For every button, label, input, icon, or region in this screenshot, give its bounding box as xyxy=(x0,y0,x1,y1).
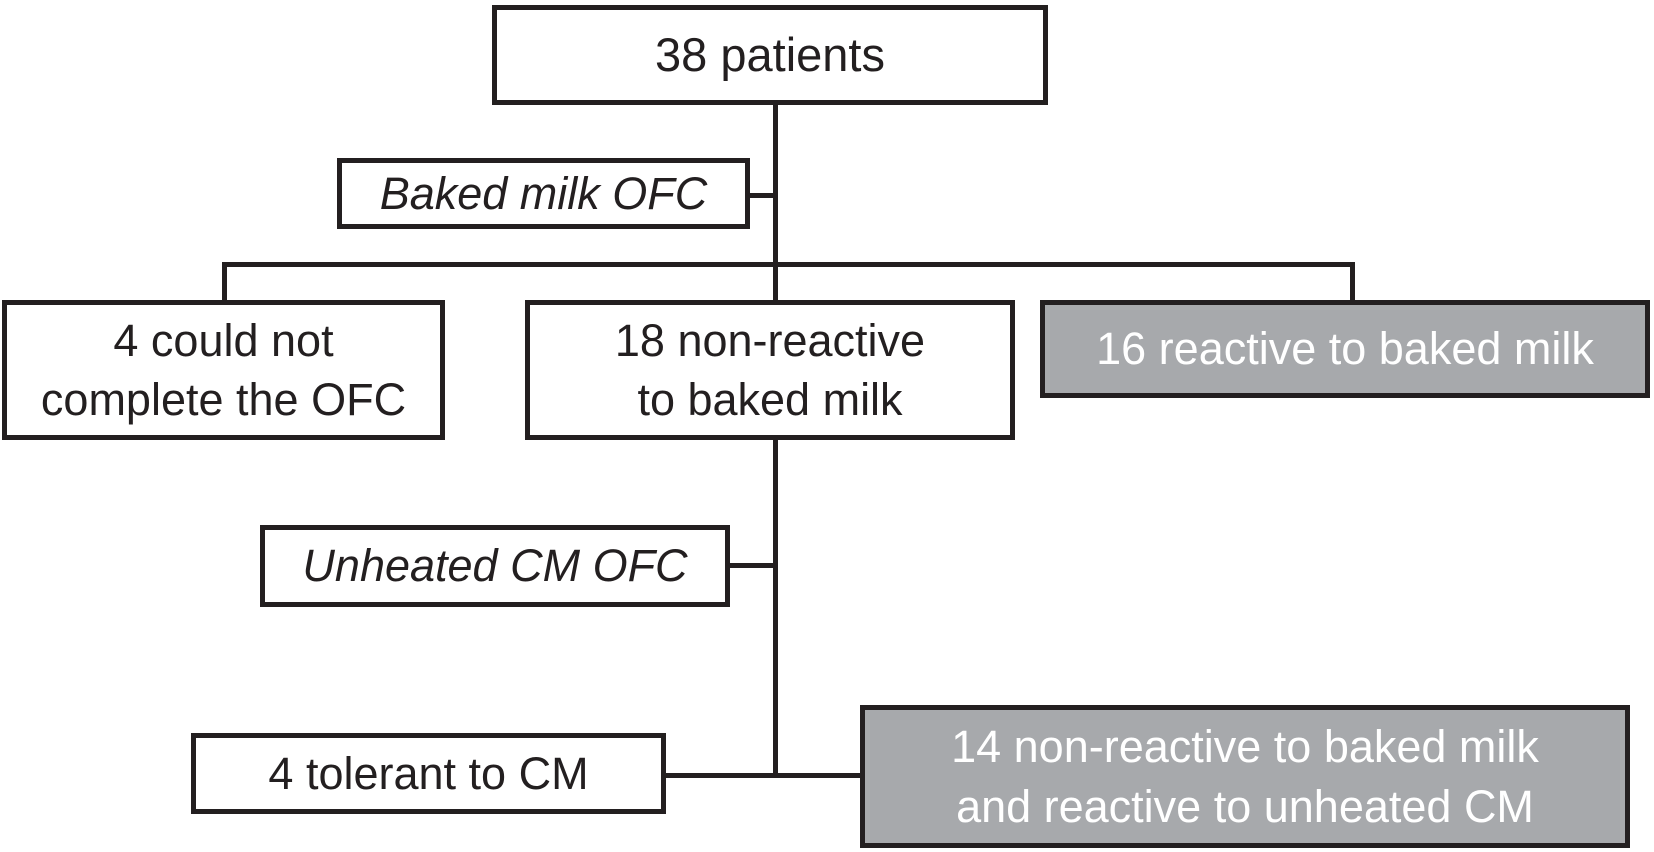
node-could-not-complete-line2: complete the OFC xyxy=(40,374,407,425)
connector-baked-ofc-label xyxy=(746,193,776,198)
node-non-reactive-baked-line1: 18 non-reactive xyxy=(614,314,926,366)
connector-trunk-lower xyxy=(773,436,778,778)
label-baked-milk-ofc: Baked milk OFC xyxy=(337,158,750,229)
connector-trunk-upper xyxy=(773,105,778,266)
connector-stub-could-not xyxy=(222,262,227,305)
connector-branch-horizontal xyxy=(222,262,1355,267)
label-unheated-cm-ofc-text: Unheated CM OFC xyxy=(302,540,688,592)
node-38-patients-label: 38 patients xyxy=(655,27,885,81)
node-tolerant-cm-label: 4 tolerant to CM xyxy=(268,747,589,799)
node-could-not-complete-ofc: 4 could not complete the OFC xyxy=(2,300,445,440)
node-reactive-baked-milk: 16 reactive to baked milk xyxy=(1040,300,1650,398)
connector-bottom-horizontal xyxy=(662,773,864,778)
node-reactive-unheated-line2: and reactive to unheated CM xyxy=(956,780,1534,832)
connector-stub-non-reactive xyxy=(773,262,778,305)
connector-unheated-ofc-label xyxy=(726,563,776,568)
node-reactive-unheated-cm: 14 non-reactive to baked milk and reacti… xyxy=(860,705,1630,848)
node-non-reactive-baked-milk: 18 non-reactive to baked milk xyxy=(525,300,1015,440)
node-non-reactive-baked-line2: to baked milk xyxy=(637,374,903,425)
node-38-patients: 38 patients xyxy=(492,5,1048,105)
node-tolerant-cm: 4 tolerant to CM xyxy=(191,733,666,814)
node-could-not-complete-line1: 4 could not xyxy=(113,314,334,366)
connector-stub-reactive-baked xyxy=(1350,262,1355,305)
node-reactive-unheated-line1: 14 non-reactive to baked milk xyxy=(951,721,1539,773)
node-reactive-baked-label: 16 reactive to baked milk xyxy=(1096,323,1594,375)
label-baked-milk-ofc-text: Baked milk OFC xyxy=(379,167,708,219)
label-unheated-cm-ofc: Unheated CM OFC xyxy=(260,525,730,607)
